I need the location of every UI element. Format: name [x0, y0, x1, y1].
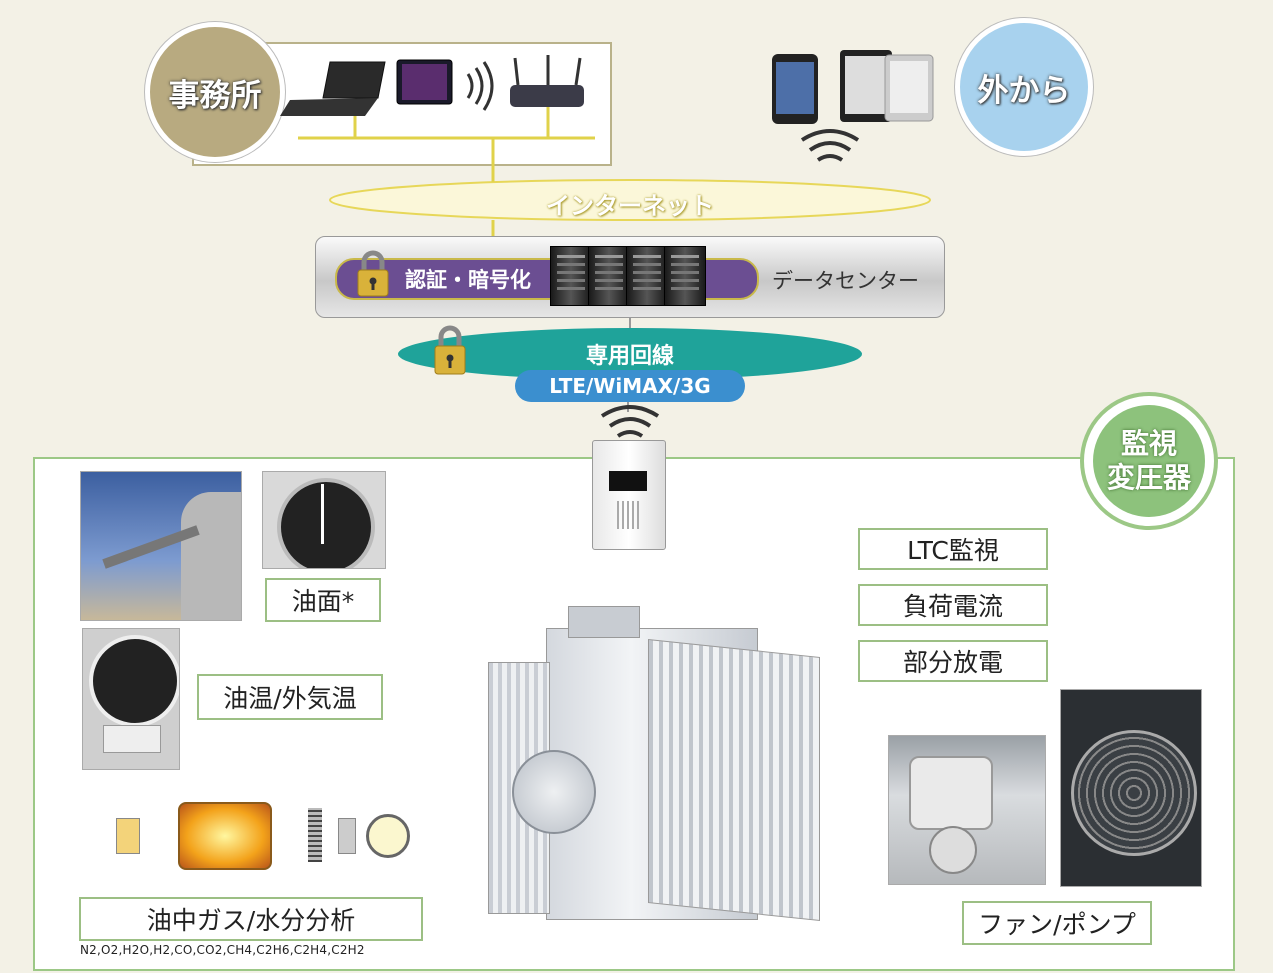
- outside-circle: 外から: [955, 18, 1093, 156]
- monitored-circle: 監視 変圧器: [1080, 392, 1218, 530]
- partial-discharge-label: 部分放電: [858, 640, 1048, 682]
- fan-pump-label: ファン/ポンプ: [962, 901, 1152, 945]
- office-circle: 事務所: [145, 22, 285, 162]
- fan-photo: [1060, 689, 1202, 887]
- mobile-signal-icon: [800, 129, 860, 162]
- device-signal-icon: [600, 405, 660, 438]
- dedicated-line-label: 専用回線: [585, 344, 674, 369]
- gas-analysis-label: 油中ガス/水分分析: [79, 897, 423, 941]
- monitored-label-line2: 変圧器: [1106, 461, 1191, 494]
- transformer-image: [488, 600, 820, 925]
- server-icon: [588, 246, 630, 306]
- ltc-label: LTC監視: [858, 528, 1048, 570]
- dedicated-line-ellipse: [398, 328, 862, 380]
- router-icon: [510, 55, 584, 107]
- laptop-icon: [280, 61, 386, 116]
- load-current-label: 負荷電流: [858, 584, 1048, 626]
- monitored-label-line1: 監視: [1120, 427, 1177, 460]
- network-type-label: LTE/WiMAX/3G: [549, 374, 711, 398]
- server-icon: [626, 246, 668, 306]
- tablet-icon: [396, 59, 453, 105]
- oil-level-gauge-photo: [262, 471, 386, 569]
- network-type-badge: LTE/WiMAX/3G: [515, 370, 745, 402]
- lock-icon: [357, 250, 389, 297]
- gas-analysis-diagram: [108, 778, 410, 886]
- oil-temp-label: 油温/外気温: [197, 674, 383, 720]
- server-icon: [664, 246, 706, 306]
- server-icon: [550, 246, 592, 306]
- auth-label: 認証・暗号化: [405, 268, 531, 292]
- monitoring-device: [592, 440, 666, 550]
- wifi-waves-icon: [466, 61, 494, 111]
- office-label: 事務所: [168, 77, 262, 114]
- ipad-icon: [840, 50, 934, 122]
- internet-label: インターネット: [546, 192, 714, 220]
- lock-icon: [434, 325, 466, 375]
- smartphone-icon: [772, 54, 818, 124]
- outside-label: 外から: [977, 72, 1071, 109]
- pump-photo: [888, 735, 1046, 885]
- gas-list-text: N2,O2,H2O,H2,CO,CO2,CH4,C2H6,C2H4,C2H2: [80, 943, 365, 957]
- oil-level-label: 油面*: [265, 578, 381, 622]
- datacenter-label: データセンター: [772, 269, 919, 293]
- thermometer-photo: [82, 628, 180, 770]
- oil-level-sensor-photo: [80, 471, 242, 621]
